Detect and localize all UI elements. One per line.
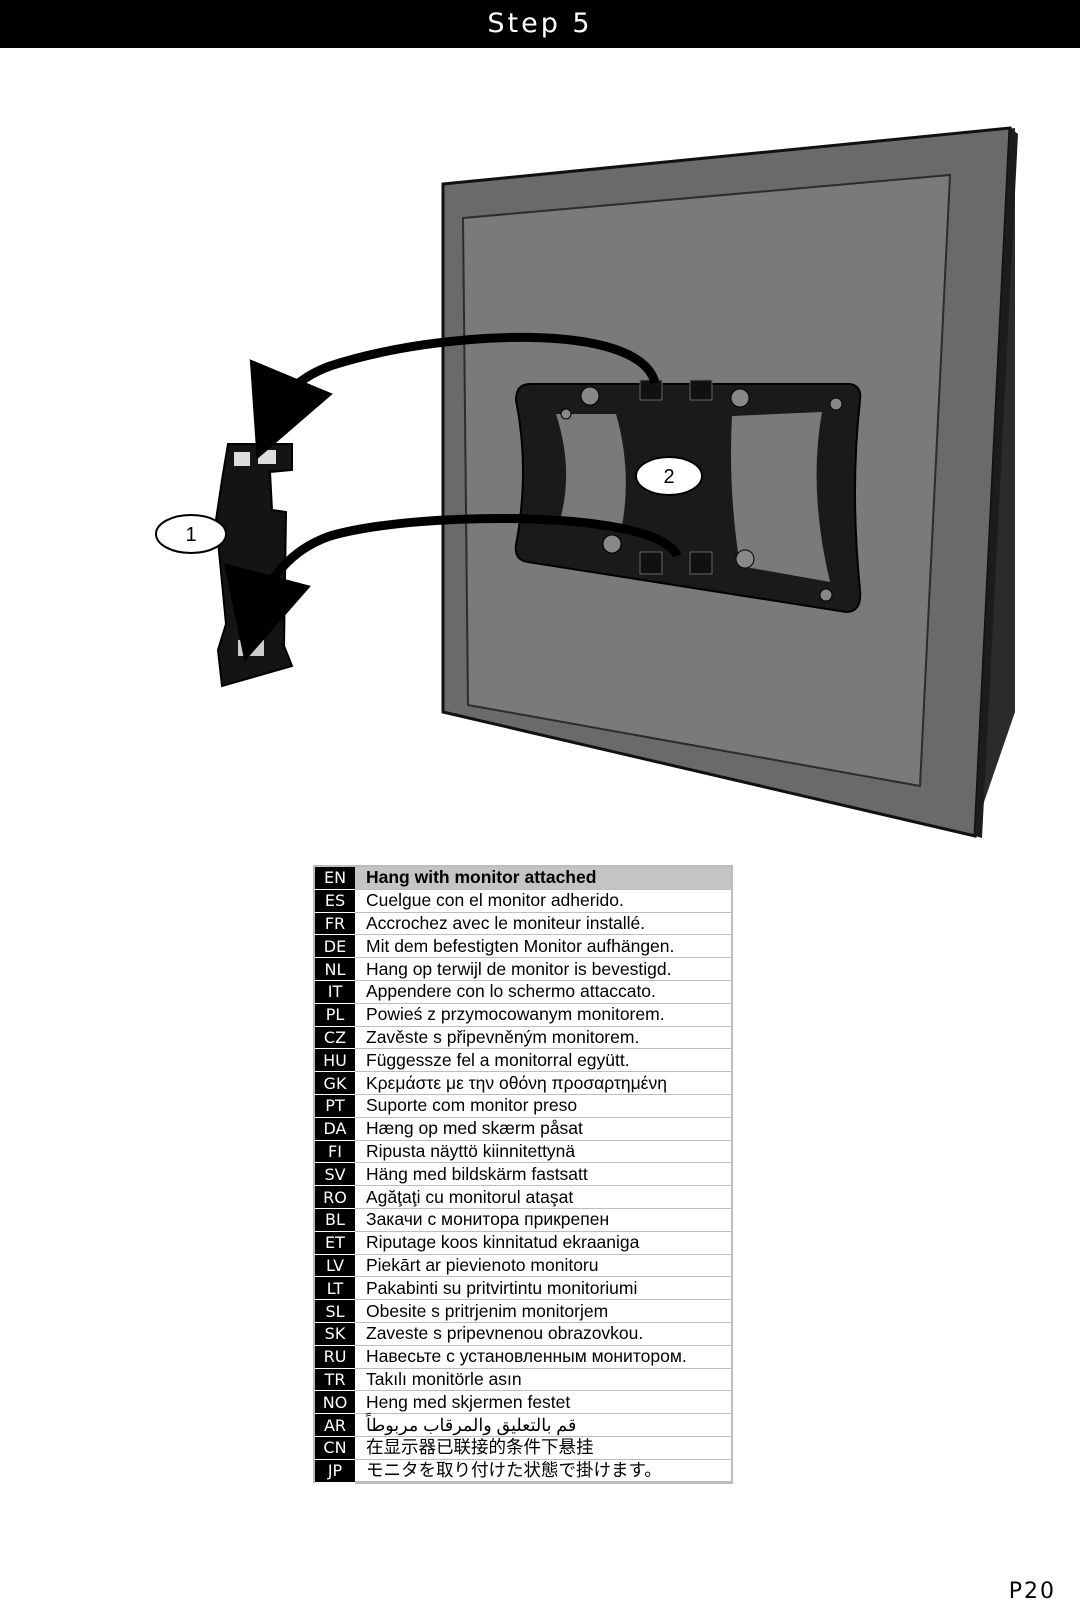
- instruction-text: Obesite s pritrjenim monitorjem: [355, 1299, 733, 1323]
- language-code: ES: [315, 889, 355, 913]
- language-code: FR: [315, 912, 355, 936]
- language-code: SL: [315, 1299, 355, 1323]
- language-code: JP: [315, 1459, 355, 1484]
- mounting-plate: [514, 379, 862, 614]
- callout-1: 1: [155, 514, 227, 554]
- step-header: Step 5: [0, 0, 1080, 48]
- instruction-text: Accrochez avec le moniteur installé.: [355, 912, 733, 936]
- language-code: IT: [315, 980, 355, 1004]
- instruction-text: Hæng op med skærm påsat: [355, 1117, 733, 1141]
- instruction-text: Hang with monitor attached: [355, 867, 733, 890]
- language-code: BL: [315, 1208, 355, 1232]
- language-code: CN: [315, 1436, 355, 1460]
- upper-hook-arrow: [249, 332, 660, 460]
- instruction-text: モニタを取り付けた状態で掛けます。: [355, 1459, 733, 1484]
- instruction-text: Heng med skjermen festet: [355, 1390, 733, 1415]
- page-number: P20: [1008, 1579, 1056, 1604]
- instruction-text: 在显示器已联接的条件下悬挂: [355, 1436, 733, 1460]
- instruction-text: Häng med bildskärm fastsatt: [355, 1162, 733, 1187]
- instruction-text: Zavěste s připevněným monitorem.: [355, 1026, 733, 1050]
- instruction-text: Appendere con lo schermo attaccato.: [355, 980, 733, 1004]
- language-code: ET: [315, 1231, 355, 1255]
- callout-2: 2: [635, 456, 703, 496]
- mounting-illustration: 1 2: [155, 126, 1018, 838]
- language-code: AR: [315, 1413, 355, 1437]
- instruction-text: Mit dem befestigten Monitor aufhängen.: [355, 934, 733, 959]
- language-code: RU: [315, 1345, 355, 1369]
- language-code: FI: [315, 1140, 355, 1164]
- instruction-text: Ripusta näyttö kiinnitettynä: [355, 1140, 733, 1164]
- instruction-text: Agăţaţi cu monitorul ataşat: [355, 1185, 733, 1209]
- language-code: NO: [315, 1390, 355, 1415]
- instruction-text: Навесьте с установленным монитором.: [355, 1345, 733, 1369]
- instruction-text: Hang op terwijl de monitor is bevestigd.: [355, 957, 733, 981]
- instruction-text: Függessze fel a monitorral együtt.: [355, 1048, 733, 1073]
- language-code: PL: [315, 1003, 355, 1027]
- language-code: LV: [315, 1254, 355, 1278]
- instruction-text: Κρεμάστε με την οθόνη προσαρτημένη: [355, 1071, 733, 1095]
- instruction-text: Powieś z przymocowanym monitorem.: [355, 1003, 733, 1027]
- instruction-text: Takılı monitörle asın: [355, 1368, 733, 1392]
- language-code: NL: [315, 957, 355, 981]
- language-code: LT: [315, 1276, 355, 1301]
- language-code: GK: [315, 1071, 355, 1095]
- callout-1-label: 1: [185, 524, 196, 546]
- language-code: SK: [315, 1322, 355, 1346]
- language-code: RO: [315, 1185, 355, 1209]
- language-code: EN: [315, 867, 355, 890]
- instruction-text: Cuelgue con el monitor adherido.: [355, 889, 733, 913]
- lower-hook-arrow: [223, 514, 682, 662]
- instruction-text: قم بالتعليق والمرقاب مربوطاً: [355, 1413, 733, 1437]
- instruction-text: Zaveste s pripevnenou obrazovkou.: [355, 1322, 733, 1346]
- instruction-text: Suporte com monitor preso: [355, 1094, 733, 1118]
- instruction-text: Закачи с монитора прикрепен: [355, 1208, 733, 1232]
- callout-2-label: 2: [663, 466, 674, 488]
- language-code: CZ: [315, 1026, 355, 1050]
- language-code: HU: [315, 1048, 355, 1073]
- language-code: PT: [315, 1094, 355, 1118]
- language-code: TR: [315, 1368, 355, 1392]
- instruction-text: Piekārt ar pievienoto monitoru: [355, 1254, 733, 1278]
- step-title: Step 5: [487, 8, 593, 39]
- language-code: DE: [315, 934, 355, 959]
- instruction-text: Pakabinti su pritvirtintu monitoriumi: [355, 1276, 733, 1301]
- instruction-text: Riputage koos kinnitatud ekraaniga: [355, 1231, 733, 1255]
- language-code: DA: [315, 1117, 355, 1141]
- language-code: SV: [315, 1162, 355, 1187]
